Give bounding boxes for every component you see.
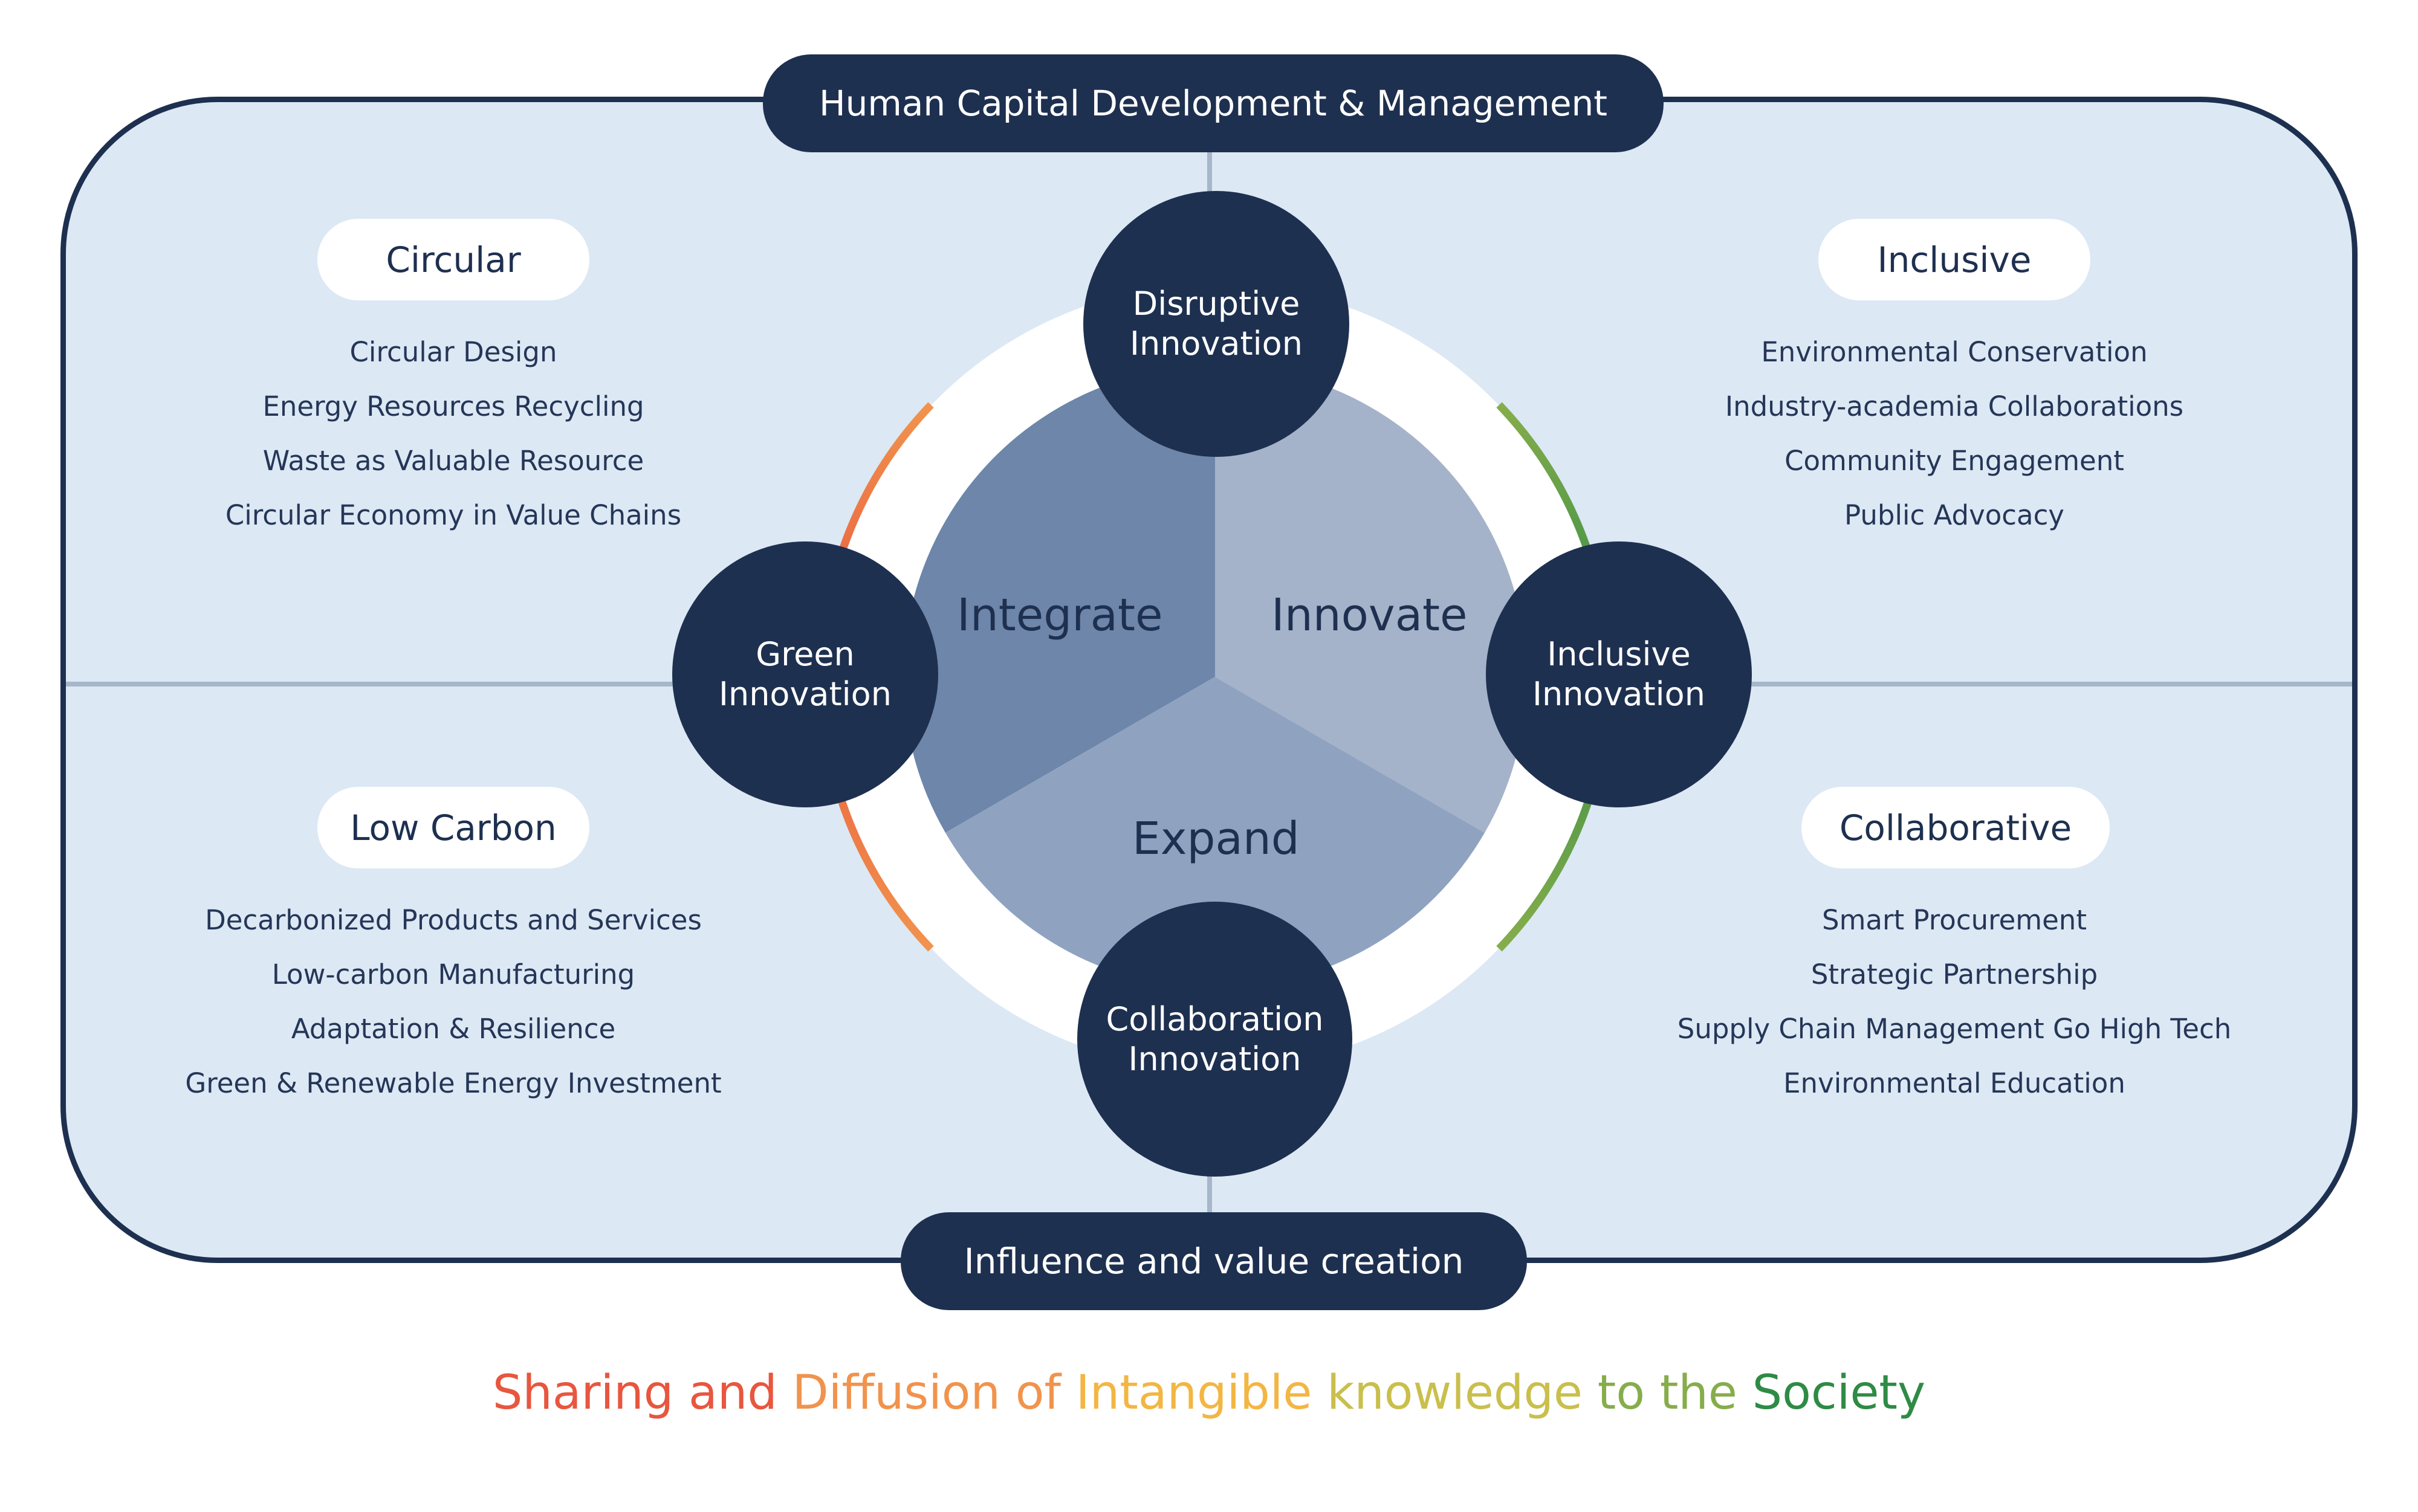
node-line: Collaboration	[1106, 1000, 1324, 1038]
tagline-part: Sharing and	[492, 1366, 777, 1420]
low-carbon-list: Decarbonized Products and Services Low-c…	[91, 903, 816, 1121]
circular-title: Circular	[317, 219, 589, 300]
expand-slice	[945, 677, 1485, 989]
tagline-part: Intangible	[1075, 1366, 1312, 1420]
list-item: Circular Economy in Value Chains	[225, 499, 682, 531]
list-item: Public Advocacy	[1844, 499, 2064, 531]
left-divider	[66, 682, 689, 687]
collaborative-title: Collaborative	[1801, 787, 2110, 868]
bottom-connector	[1207, 1160, 1212, 1215]
tagline-part: Society	[1752, 1366, 1926, 1420]
list-item: Industry-academia Collaborations	[1725, 390, 2184, 422]
list-item: Community Engagement	[1784, 445, 2124, 477]
list-item: Environmental Conservation	[1761, 336, 2148, 368]
tagline-part: to the	[1597, 1366, 1737, 1420]
innovate-slice	[1215, 365, 1527, 833]
top-connector	[1207, 145, 1212, 205]
expand-label: Expand	[1132, 813, 1300, 865]
low-carbon-title: Low Carbon	[317, 787, 589, 868]
node-line: Innovation	[1130, 325, 1303, 363]
list-item: Low-carbon Manufacturing	[271, 958, 635, 990]
list-item: Waste as Valuable Resource	[262, 445, 644, 477]
tagline-part: Diffusion of	[792, 1366, 1061, 1420]
node-line: Innovation	[1128, 1039, 1301, 1078]
list-item: Green & Renewable Energy Investment	[185, 1067, 722, 1099]
integrate-label: Integrate	[957, 589, 1163, 641]
node-line: Innovation	[719, 675, 892, 713]
list-item: Environmental Education	[1783, 1067, 2125, 1099]
list-item: Decarbonized Products and Services	[205, 904, 702, 936]
list-item: Smart Procurement	[1822, 904, 2087, 936]
innovate-label: Innovate	[1271, 589, 1468, 641]
inclusive-title: Inclusive	[1818, 219, 2090, 300]
list-item: Supply Chain Management Go High Tech	[1677, 1013, 2232, 1045]
list-item: Strategic Partnership	[1810, 958, 2098, 990]
collaborative-list: Smart Procurement Strategic Partnership …	[1592, 903, 2317, 1121]
node-line: Innovation	[1532, 675, 1705, 713]
node-line: Inclusive	[1547, 635, 1691, 673]
list-item: Energy Resources Recycling	[262, 390, 644, 422]
node-line: Disruptive	[1132, 285, 1300, 323]
list-item: Circular Design	[349, 336, 557, 368]
footer-tagline: Sharing and Diffusion of Intangible know…	[0, 1366, 2418, 1420]
inclusive-list: Environmental Conservation Industry-acad…	[1592, 335, 2317, 553]
node-line: Green	[756, 635, 855, 673]
right-divider	[1729, 682, 2352, 687]
list-item: Adaptation & Resilience	[291, 1013, 616, 1045]
top-banner: Human Capital Development & Management	[763, 54, 1664, 152]
tagline-part: knowledge	[1327, 1366, 1583, 1420]
circular-list: Circular Design Energy Resources Recycli…	[91, 335, 816, 553]
bottom-banner: Influence and value creation	[901, 1212, 1527, 1310]
integrate-slice	[903, 365, 1215, 833]
